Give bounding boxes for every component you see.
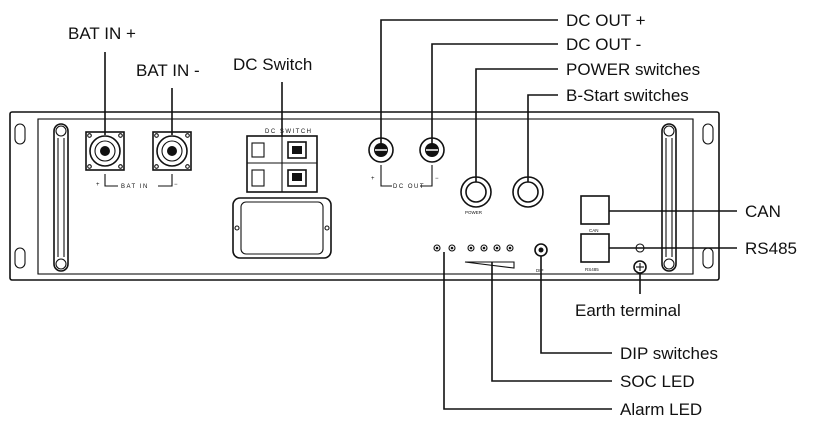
- chassis: [9, 111, 720, 281]
- dc-out-bracket: + − DC OUT: [371, 165, 440, 190]
- callout-bat-in-plus: BAT IN +: [68, 24, 136, 43]
- left-handle: [53, 123, 69, 272]
- callout-alarm-led: Alarm LED: [620, 400, 702, 419]
- bat-in-plus-mark: +: [96, 182, 101, 188]
- dc-switch-breaker: DC SWITCH: [246, 129, 318, 193]
- bat-in-minus-mark: −: [174, 182, 179, 188]
- can-panel-label: CAN: [589, 228, 599, 233]
- bat-in-bracket: + − BAT IN: [96, 174, 179, 190]
- dc-switch-cover-plate: [232, 197, 332, 259]
- right-ear-slot-top: [702, 123, 714, 145]
- bat-in-minus-terminal: [152, 131, 192, 171]
- leader-dip-switches: [540, 256, 612, 354]
- callout-dip-switches: DIP switches: [620, 344, 718, 363]
- rs485-panel-label: RS485: [585, 267, 599, 272]
- callout-can: CAN: [745, 202, 781, 221]
- callout-bat-in-minus: BAT IN -: [136, 61, 200, 80]
- left-ear-slot-bottom: [14, 247, 26, 269]
- callout-b-start-switches: B-Start switches: [566, 86, 689, 105]
- right-ear-slot-bottom: [702, 247, 714, 269]
- dip-panel-label: DIP: [536, 268, 544, 273]
- leader-b-start-switches: [527, 94, 558, 182]
- leader-alarm-led: [443, 252, 612, 410]
- rs485-port: RS485: [580, 233, 610, 272]
- dc-switch-panel-label: DC SWITCH: [265, 129, 313, 135]
- right-handle: [661, 123, 677, 272]
- callout-earth-terminal: Earth terminal: [575, 301, 681, 320]
- power-panel-label: POWER: [465, 210, 483, 215]
- leader-dc-out-minus: [431, 43, 558, 144]
- soc-leds: [464, 244, 515, 269]
- callout-dc-out-plus: DC OUT +: [566, 11, 646, 30]
- callout-labels: BAT IN + BAT IN - DC Switch DC OUT + DC …: [68, 11, 797, 419]
- callout-dc-switch: DC Switch: [233, 55, 312, 74]
- callout-power-switches: POWER switches: [566, 60, 700, 79]
- can-port: CAN: [580, 195, 610, 233]
- leader-power-switches: [475, 68, 558, 182]
- power-switch: POWER: [460, 176, 492, 215]
- dc-out-plus-mark: +: [371, 176, 376, 182]
- leader-lines: [104, 19, 737, 410]
- bat-in-plus-terminal: [85, 131, 125, 171]
- soc-level-wedge: [464, 261, 515, 269]
- callout-soc-led: SOC LED: [620, 372, 695, 391]
- bat-in-panel-label: BAT IN: [121, 184, 149, 190]
- left-ear-slot-top: [14, 123, 26, 145]
- alarm-leds: [433, 244, 456, 252]
- dc-out-plus-terminal: [368, 137, 394, 163]
- callout-dc-out-minus: DC OUT -: [566, 35, 641, 54]
- leader-dc-out-plus: [380, 19, 558, 144]
- dc-out-panel-label: DC OUT: [393, 184, 425, 190]
- dc-out-minus-mark: −: [435, 176, 440, 182]
- chassis-outline: [9, 111, 720, 281]
- callout-rs485: RS485: [745, 239, 797, 258]
- leader-soc-led: [491, 262, 612, 382]
